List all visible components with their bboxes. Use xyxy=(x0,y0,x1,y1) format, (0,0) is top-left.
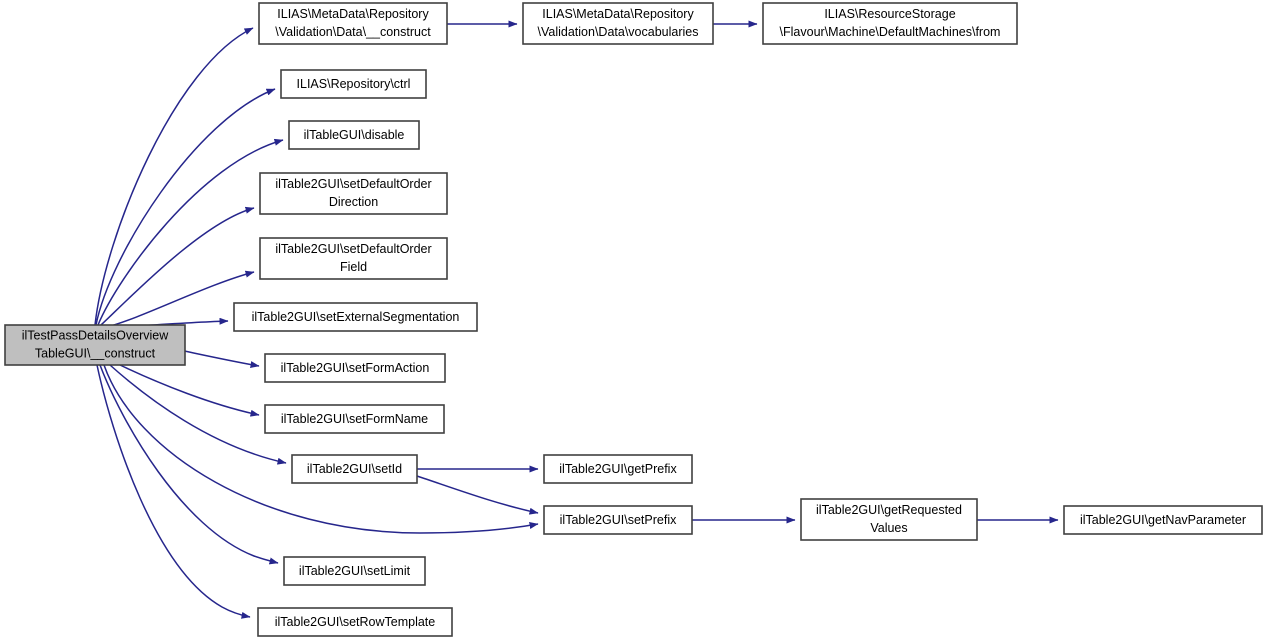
node-box-repo_ctrl[interactable] xyxy=(280,69,427,99)
graph-node-set_prefix[interactable]: ilTable2GUI\setPrefix xyxy=(543,505,693,535)
node-box-tbl_disable[interactable] xyxy=(288,120,420,150)
graph-node-repo_ctrl[interactable]: ILIAS\Repository\ctrl xyxy=(280,69,427,99)
graph-edge-root-to-set_limit xyxy=(99,364,279,565)
graph-node-md_vocabularies[interactable]: ILIAS\MetaData\Repository \Validation\Dat… xyxy=(522,2,714,45)
node-label-root-line2: TableGUI\__construct xyxy=(35,346,156,360)
graph-node-set_form_name[interactable]: ilTable2GUI\setFormName xyxy=(264,404,445,434)
node-box-get_prefix[interactable] xyxy=(543,454,693,484)
node-label-set_ext_seg: ilTable2GUI\setExternalSegmentation xyxy=(252,310,460,324)
graph-node-set_form_action[interactable]: ilTable2GUI\setFormAction xyxy=(264,353,446,383)
graph-edge-set_id-to-set_prefix xyxy=(416,475,539,515)
node-label-md_construct-line2: \Validation\Data\__construct xyxy=(275,25,431,39)
graph-edge-root-to-set_order_field xyxy=(106,270,255,328)
node-label-rs_from-line2: \Flavour\Machine\DefaultMachines\from xyxy=(780,25,1001,39)
graph-edge-root-to-set_id xyxy=(109,364,287,465)
graph-edge-root-to-md_construct xyxy=(94,27,254,326)
graph-edge-root-to-set_prefix xyxy=(103,364,539,534)
node-box-rs_from[interactable] xyxy=(762,2,1018,45)
node-label-get_requested_values-line2: Values xyxy=(870,521,907,535)
graph-node-rs_from[interactable]: ILIAS\ResourceStorage \Flavour\Machine\De… xyxy=(762,2,1018,45)
node-label-md_vocabularies-line1: ILIAS\MetaData\Repository xyxy=(542,7,694,21)
node-label-md_construct-line1: ILIAS\MetaData\Repository xyxy=(277,7,429,21)
node-box-md_construct[interactable] xyxy=(258,2,448,45)
graph-node-md_construct[interactable]: ILIAS\MetaData\Repository \Validation\Dat… xyxy=(258,2,448,45)
node-label-set_prefix: ilTable2GUI\setPrefix xyxy=(560,513,677,527)
node-label-md_vocabularies-line2: \Validation\Data\vocabularies xyxy=(538,25,699,39)
node-box-set_form_name[interactable] xyxy=(264,404,445,434)
node-box-get_nav_parameter[interactable] xyxy=(1063,505,1263,535)
node-box-set_order_field[interactable] xyxy=(259,237,448,280)
node-label-tbl_disable: ilTableGUI\disable xyxy=(304,128,405,142)
node-label-root-line1: ilTestPassDetailsOverview xyxy=(22,328,170,342)
node-label-repo_ctrl: ILIAS\Repository\ctrl xyxy=(297,77,411,91)
node-box-set_row_tpl[interactable] xyxy=(257,607,453,637)
graph-edge-root-to-repo_ctrl xyxy=(95,88,276,326)
nodes-layer: ilTestPassDetailsOverviewTableGUI\__cons… xyxy=(4,2,1263,637)
node-label-set_order_field-line1: ilTable2GUI\setDefaultOrder xyxy=(275,242,431,256)
graph-edge-root-to-tbl_disable xyxy=(97,138,284,326)
node-label-set_row_tpl: ilTable2GUI\setRowTemplate xyxy=(275,615,436,629)
graph-node-set_limit[interactable]: ilTable2GUI\setLimit xyxy=(283,556,426,586)
node-box-root[interactable] xyxy=(4,324,186,366)
node-box-set_form_action[interactable] xyxy=(264,353,446,383)
node-label-get_prefix: ilTable2GUI\getPrefix xyxy=(559,462,677,476)
node-label-set_order_dir-line2: Direction xyxy=(329,195,378,209)
node-box-get_requested_values[interactable] xyxy=(800,498,978,541)
graph-edge-root-to-set_order_dir xyxy=(100,206,255,326)
node-label-rs_from-line1: ILIAS\ResourceStorage xyxy=(824,7,955,21)
node-box-set_ext_seg[interactable] xyxy=(233,302,478,332)
graph-edge-root-to-set_form_name xyxy=(119,364,260,417)
graph-node-set_row_tpl[interactable]: ilTable2GUI\setRowTemplate xyxy=(257,607,453,637)
graph-edge-root-to-set_row_tpl xyxy=(96,364,251,619)
node-label-set_limit: ilTable2GUI\setLimit xyxy=(299,564,411,578)
node-label-set_id: ilTable2GUI\setId xyxy=(307,462,402,476)
node-label-set_form_action: ilTable2GUI\setFormAction xyxy=(281,361,430,375)
node-box-set_id[interactable] xyxy=(291,454,418,484)
graph-node-tbl_disable[interactable]: ilTableGUI\disable xyxy=(288,120,420,150)
node-label-get_requested_values-line1: ilTable2GUI\getRequested xyxy=(816,503,962,517)
graph-node-set_id[interactable]: ilTable2GUI\setId xyxy=(291,454,418,484)
node-label-get_nav_parameter: ilTable2GUI\getNavParameter xyxy=(1080,513,1246,527)
node-label-set_order_field-line2: Field xyxy=(340,260,367,274)
node-box-set_limit[interactable] xyxy=(283,556,426,586)
node-box-set_prefix[interactable] xyxy=(543,505,693,535)
node-box-set_order_dir[interactable] xyxy=(259,172,448,215)
node-label-set_order_dir-line1: ilTable2GUI\setDefaultOrder xyxy=(275,177,431,191)
graph-node-set_ext_seg[interactable]: ilTable2GUI\setExternalSegmentation xyxy=(233,302,478,332)
graph-node-get_prefix[interactable]: ilTable2GUI\getPrefix xyxy=(543,454,693,484)
node-box-md_vocabularies[interactable] xyxy=(522,2,714,45)
node-label-set_form_name: ilTable2GUI\setFormName xyxy=(281,412,428,426)
graph-node-root[interactable]: ilTestPassDetailsOverviewTableGUI\__cons… xyxy=(4,324,186,366)
graph-node-get_nav_parameter[interactable]: ilTable2GUI\getNavParameter xyxy=(1063,505,1263,535)
